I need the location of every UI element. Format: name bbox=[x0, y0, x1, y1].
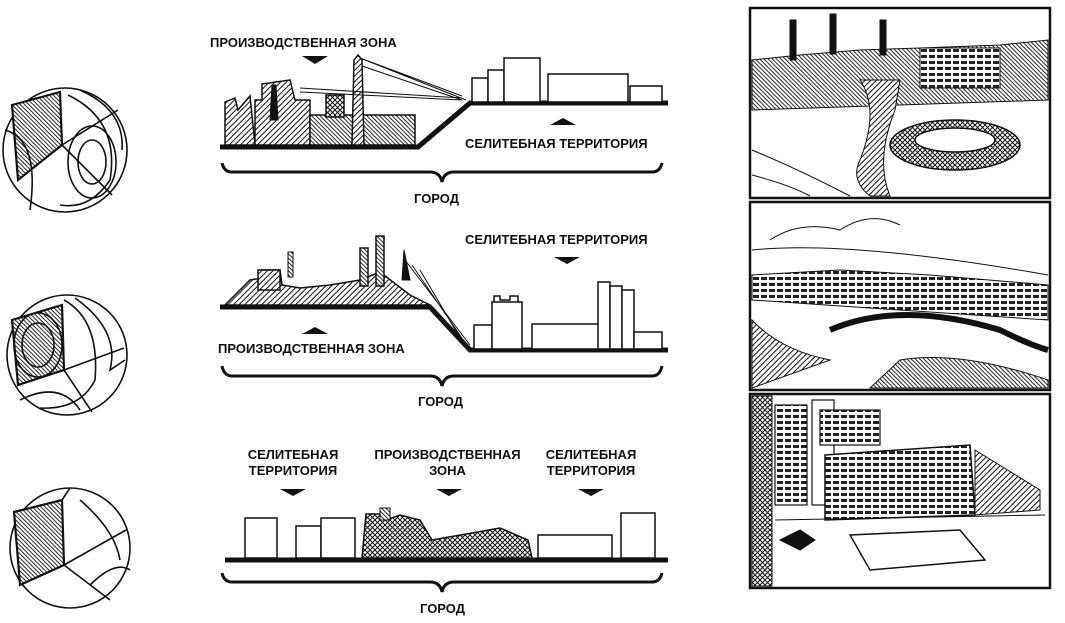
row2-city-label: ГОРОД bbox=[418, 394, 464, 409]
row3-residential-left-line1: СЕЛИТЕБНАЯ bbox=[247, 447, 339, 462]
picture-panel-2 bbox=[748, 200, 1052, 392]
row1-city-label: ГОРОД bbox=[414, 191, 460, 206]
row3-industrial-line2: ЗОНА bbox=[429, 463, 466, 478]
picture-panel-1 bbox=[748, 6, 1052, 200]
relief-circle-3 bbox=[9, 487, 131, 609]
row1-section bbox=[220, 53, 668, 183]
row3-section bbox=[220, 489, 668, 593]
row1-industrial-zone-label: ПРОИЗВОДСТВЕННАЯ ЗОНА bbox=[210, 35, 397, 50]
row2-section bbox=[220, 235, 668, 387]
row3-industrial-line1: ПРОИЗВОДСТВЕННАЯ bbox=[374, 447, 521, 462]
row1-residential-label: СЕЛИТЕБНАЯ ТЕРРИТОРИЯ bbox=[465, 136, 648, 151]
row3-residential-right-line2: ТЕРРИТОРИЯ bbox=[546, 463, 636, 478]
row3-residential-right-line1: СЕЛИТЕБНАЯ bbox=[545, 447, 637, 462]
row3-city-label: ГОРОД bbox=[420, 601, 466, 616]
row3-residential-left-line2: ТЕРРИТОРИЯ bbox=[248, 463, 338, 478]
row2-residential-label: СЕЛИТЕБНАЯ ТЕРРИТОРИЯ bbox=[465, 232, 648, 247]
relief-circle-1 bbox=[2, 87, 128, 213]
relief-circle-2 bbox=[6, 294, 128, 416]
row2-industrial-zone-label: ПРОИЗВОДСТВЕННАЯ ЗОНА bbox=[218, 341, 405, 356]
picture-panel-3 bbox=[748, 392, 1052, 590]
